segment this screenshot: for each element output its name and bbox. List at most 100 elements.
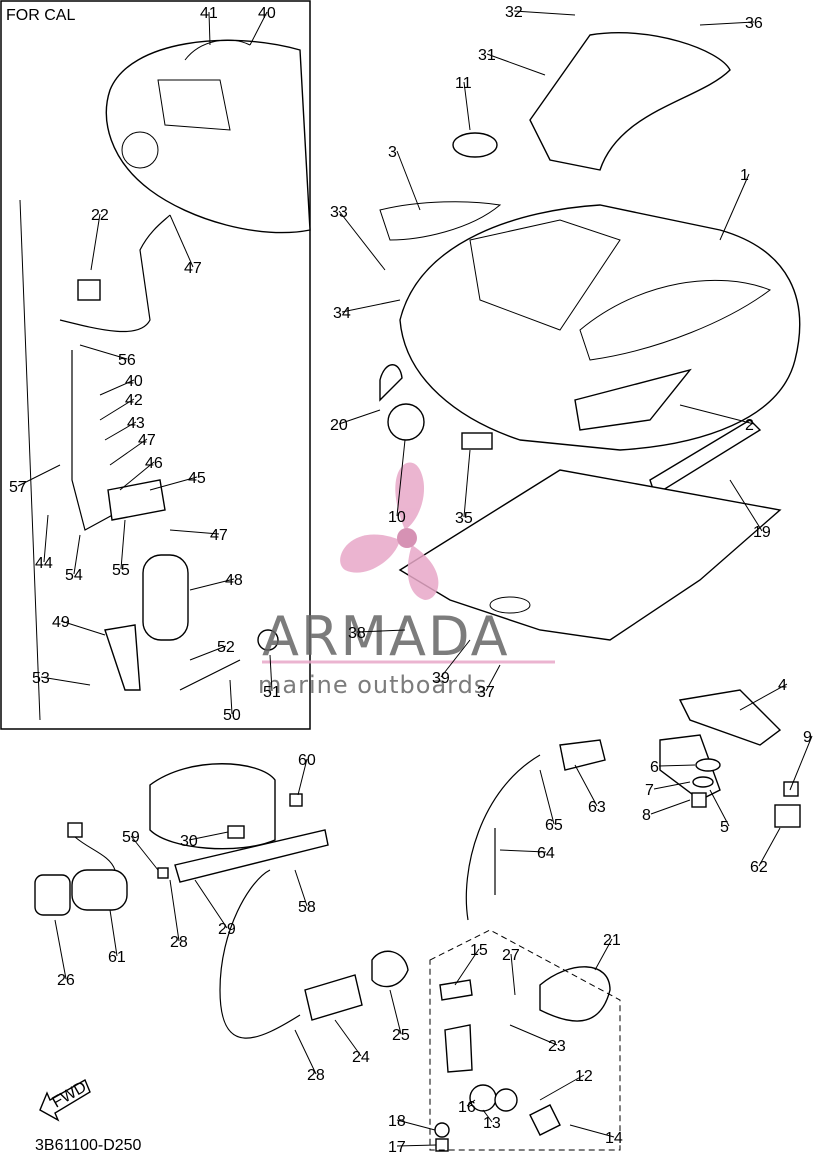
leader-line-12 (539, 1074, 585, 1101)
leader-line-49 (60, 620, 106, 636)
leader-line-29 (194, 879, 228, 929)
leader-line-28b (294, 1029, 317, 1075)
inset-clip-51 (257, 629, 279, 651)
callout-65: 65 (545, 817, 563, 834)
heat-shield-38-39 (398, 469, 782, 641)
callout-47c: 47 (210, 527, 228, 544)
callout-40b: 40 (125, 373, 143, 390)
fuel-tank (399, 204, 801, 451)
callout-13: 13 (483, 1115, 501, 1132)
callout-28b: 28 (307, 1067, 325, 1084)
bolt-9 (783, 781, 799, 797)
leader-line-47c (169, 529, 220, 535)
callout-64: 64 (537, 845, 555, 862)
leader-line-58 (294, 869, 308, 907)
callout-46: 46 (145, 455, 163, 472)
fuel-line-assembly (34, 739, 621, 1152)
callout-14: 14 (605, 1130, 623, 1147)
callout-30: 30 (180, 833, 198, 850)
hose-21 (539, 966, 611, 1022)
leader-line-42 (99, 398, 135, 421)
callout-9: 9 (803, 729, 812, 746)
leader-line-24 (334, 1019, 362, 1057)
callout-7: 7 (645, 782, 654, 799)
leader-line-52 (189, 645, 227, 661)
tank-cover-31 (529, 32, 731, 171)
leader-line-5 (709, 789, 730, 827)
leader-line-7 (653, 781, 691, 790)
callout-41: 41 (200, 5, 218, 22)
callout-23: 23 (548, 1038, 566, 1055)
callout-57: 57 (9, 479, 27, 496)
leader-line-39 (440, 639, 471, 678)
bolt-8 (691, 792, 707, 808)
leader-line-23 (509, 1024, 558, 1046)
callout-4: 4 (778, 677, 787, 694)
callout-42: 42 (125, 392, 143, 409)
callout-2: 2 (745, 417, 754, 434)
leader-line-22 (90, 213, 101, 271)
callout-8: 8 (642, 807, 651, 824)
leader-line-34 (341, 299, 401, 313)
tank-flame-graphic (579, 279, 772, 361)
inset-hose-41 (184, 39, 251, 61)
callout-38: 38 (348, 625, 366, 642)
petcock-group-outline (429, 929, 621, 1151)
fuel-pump-unit (149, 763, 276, 850)
bracket-26 (34, 874, 71, 916)
leader-line-63 (574, 764, 598, 807)
callout-leader-lines (17, 10, 813, 1147)
clip-30 (227, 825, 245, 839)
callout-60: 60 (298, 752, 316, 769)
leader-line-11 (463, 81, 471, 131)
callout-16: 16 (458, 1099, 476, 1116)
cap-11 (452, 132, 498, 158)
leader-line-51 (269, 654, 273, 692)
watermark-propeller-blade-3 (407, 545, 439, 600)
charcoal-canister (142, 554, 189, 641)
pump-61 (71, 869, 128, 911)
callout-55: 55 (112, 562, 130, 579)
callout-24: 24 (352, 1049, 370, 1066)
leader-line-50 (229, 679, 233, 715)
leader-line-20 (338, 409, 381, 425)
callout-6: 6 (650, 759, 659, 776)
leader-line-13 (482, 1109, 493, 1123)
callout-56: 56 (118, 352, 136, 369)
leader-line-15 (454, 948, 480, 986)
callout-28a: 28 (170, 934, 188, 951)
inset-title: FOR CAL (6, 7, 75, 24)
leader-line-59 (130, 835, 159, 871)
leader-line-37 (485, 664, 501, 692)
leader-line-21 (594, 938, 613, 971)
callout-51: 51 (263, 684, 281, 701)
callout-43: 43 (127, 415, 145, 432)
leader-line-41 (208, 11, 211, 46)
callout-21: 21 (603, 932, 621, 949)
inset-tank-opening (157, 79, 231, 131)
callout-49: 49 (52, 614, 70, 631)
callout-58: 58 (298, 899, 316, 916)
tank-filler-housing (469, 219, 621, 331)
callout-22: 22 (91, 207, 109, 224)
fuel-hose-long (219, 869, 301, 1039)
leader-line-14 (569, 1124, 615, 1138)
leader-line-10 (396, 439, 406, 517)
leader-line-2 (679, 404, 755, 425)
leader-line-56 (79, 344, 128, 360)
leader-line-44 (43, 514, 49, 563)
main-tank-assembly (379, 32, 801, 828)
callout-11: 11 (455, 75, 472, 92)
washer-18 (434, 1122, 450, 1138)
callout-47a: 47 (184, 260, 202, 277)
callout-32: 32 (505, 4, 523, 21)
leader-line-61 (109, 909, 118, 957)
forward-direction-arrow: FWD (39, 1079, 91, 1122)
fuel-pump-relay-25 (371, 950, 409, 988)
leader-line-36 (699, 21, 755, 26)
callout-33: 33 (330, 204, 348, 221)
watermark-propeller-blade-1 (395, 462, 425, 530)
callout-47b: 47 (138, 432, 156, 449)
pad-35 (461, 432, 493, 450)
leader-line-46 (119, 461, 155, 491)
